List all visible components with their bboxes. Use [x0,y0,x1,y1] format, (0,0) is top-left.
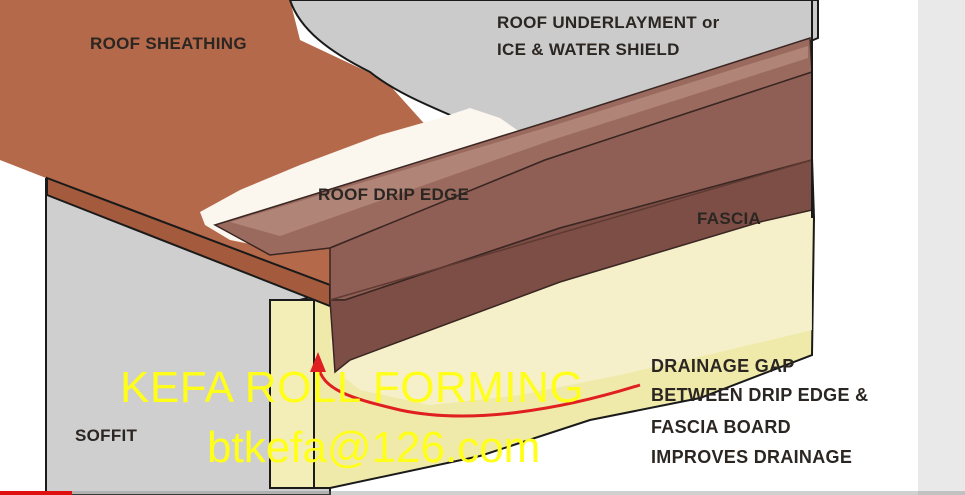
label-soffit: SOFFIT [75,426,138,445]
label-roof-sheathing: ROOF SHEATHING [90,34,247,53]
label-drainage-line2: BETWEEN DRIP EDGE & [651,385,869,405]
drip-edge-crease [329,159,813,301]
label-fascia: FASCIA [697,209,762,228]
label-underlayment-line2: ICE & WATER SHIELD [497,40,680,59]
label-underlayment-line1: ROOF UNDERLAYMENT or [497,13,720,32]
drip-edge-highlight [230,46,808,236]
watermark-email: btkefa@126.com [207,423,541,472]
label-drainage-line1: DRAINAGE GAP [651,356,795,376]
label-drainage-line4: IMPROVES DRAINAGE [651,447,853,467]
watermark-title: KEFA ROLL FORMING [120,363,585,412]
drainage-arrowhead [310,352,326,372]
label-roof-drip-edge: ROOF DRIP EDGE [318,185,470,204]
drainage-arrow [316,364,641,418]
label-drainage-line3: FASCIA BOARD [651,417,791,437]
video-progress-fill [0,491,73,495]
right-side-strip [918,0,965,495]
fascia-lower-face [269,299,315,489]
video-progress-bar[interactable] [0,491,965,495]
